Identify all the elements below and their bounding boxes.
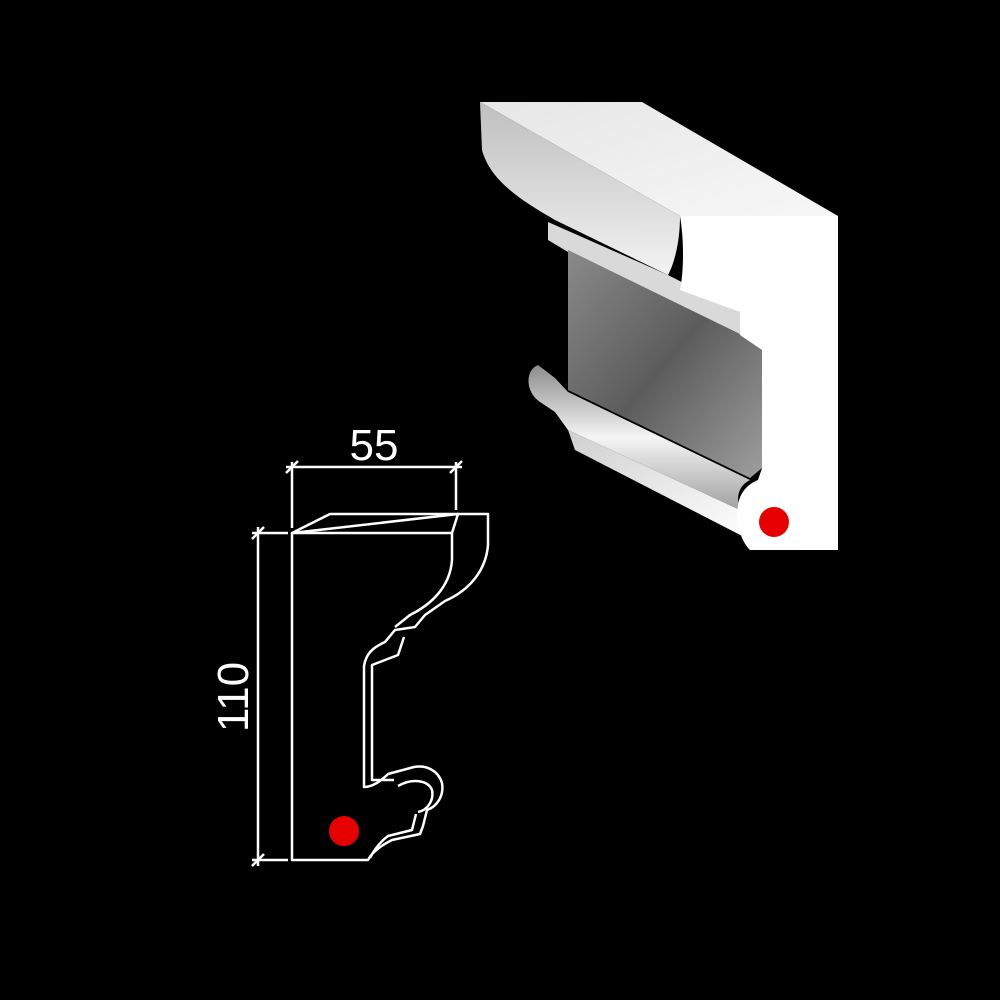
profile-top-bevel xyxy=(290,512,460,535)
molding-bead-face xyxy=(528,365,750,510)
molding-step-face xyxy=(548,222,740,335)
molding-top-face xyxy=(480,102,838,216)
width-dimension-label: 55 xyxy=(350,421,399,470)
height-dimension xyxy=(251,526,288,867)
profile-outline xyxy=(290,512,490,862)
width-tick-left xyxy=(285,460,299,474)
marker-dot-3d xyxy=(759,507,789,537)
profile-inner-line xyxy=(368,533,454,859)
marker-dot-profile xyxy=(329,816,359,846)
molding-recess-face xyxy=(568,250,762,478)
height-tick-bottom xyxy=(251,853,265,867)
molding-bottom-face xyxy=(568,430,750,540)
molding-3d-render xyxy=(480,102,838,550)
height-tick-top xyxy=(251,526,265,540)
molding-end-face xyxy=(680,216,838,550)
width-tick-right xyxy=(449,460,463,474)
height-dimension-label: 110 xyxy=(209,662,258,732)
molding-cove-face xyxy=(480,102,680,275)
profile-drawing xyxy=(290,512,490,862)
width-dimension xyxy=(285,460,463,528)
